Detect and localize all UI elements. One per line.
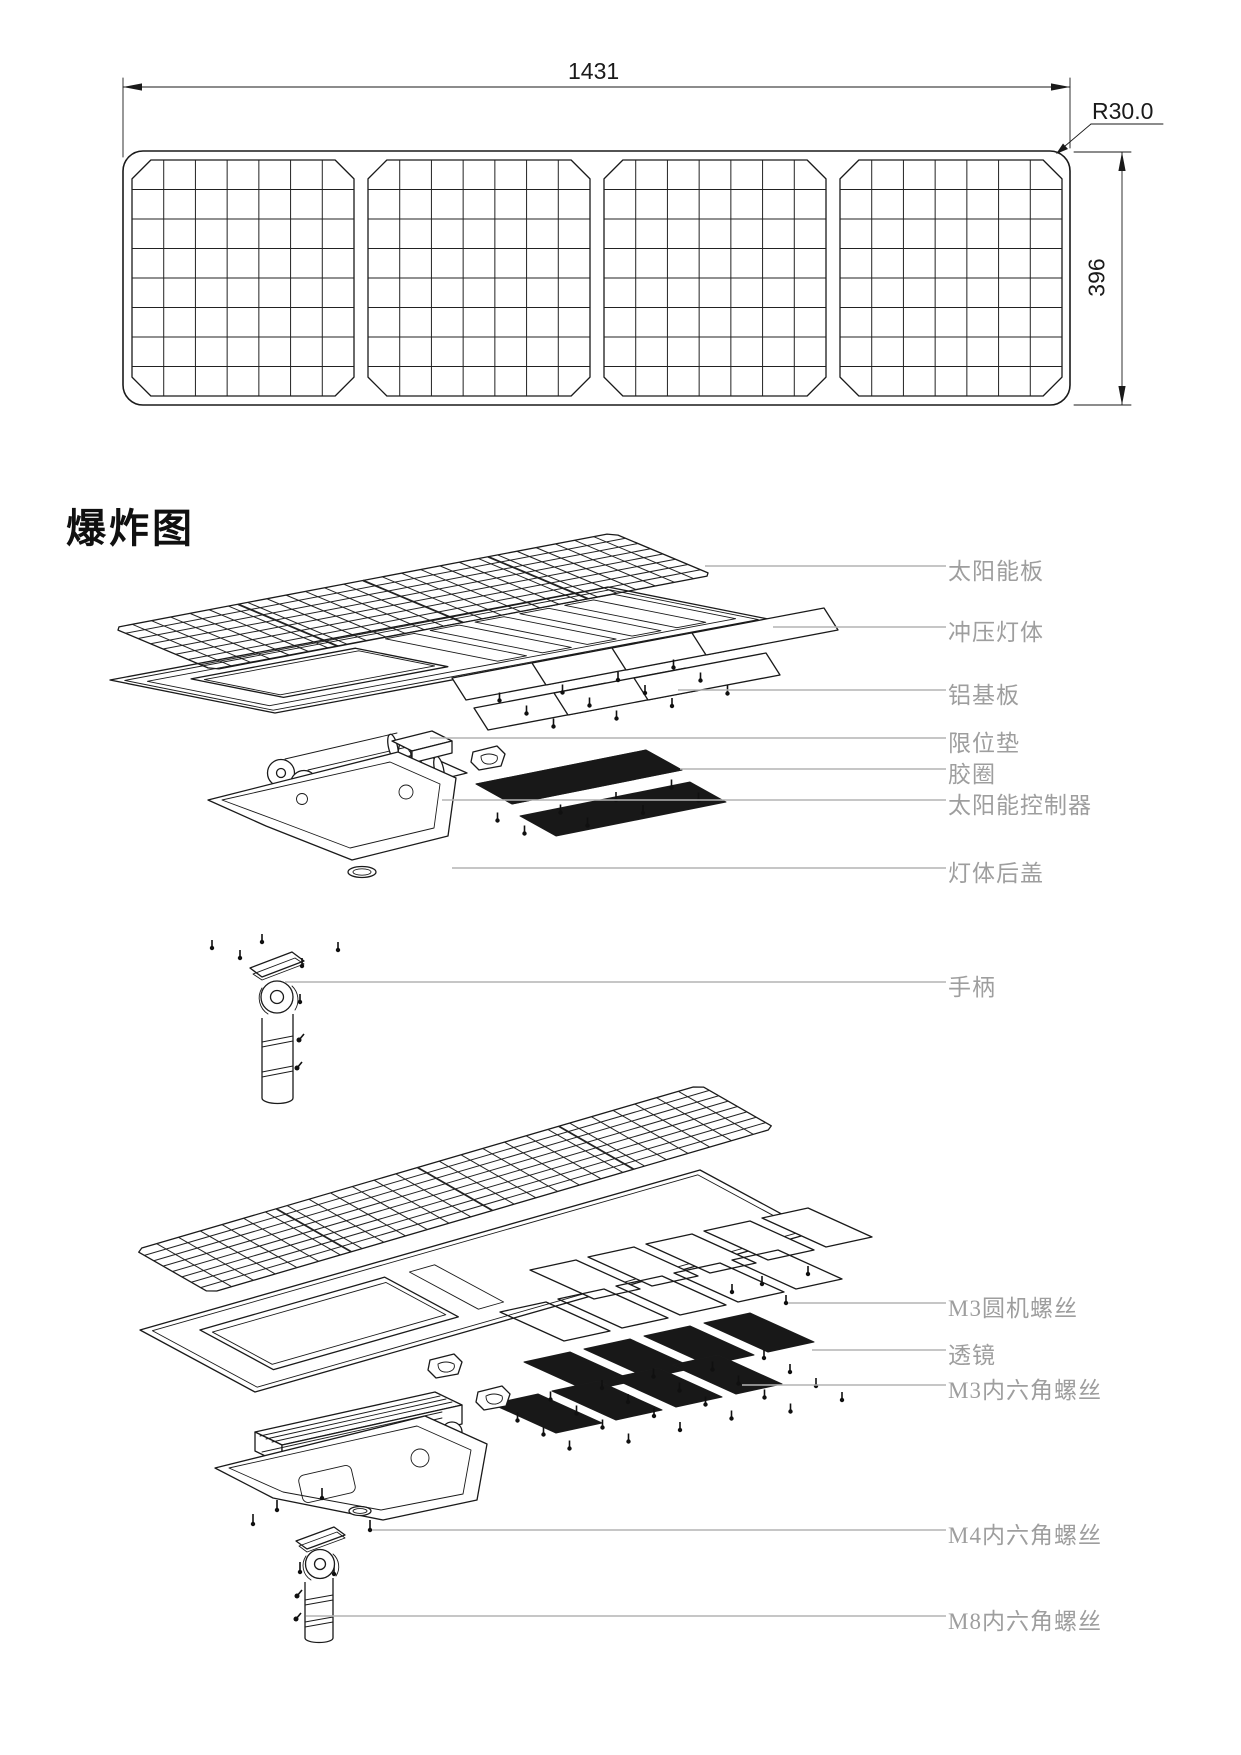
part-label-aluminum-board: 铝基板 bbox=[948, 683, 1020, 708]
leader-lines bbox=[285, 565, 946, 1617]
part-label-m3-round-screw: M3圆机螺丝 bbox=[948, 1296, 1078, 1321]
dimension-drawing bbox=[123, 78, 1163, 405]
ev2-lamp-body bbox=[140, 1170, 815, 1392]
part-label-handle: 手柄 bbox=[948, 975, 996, 1000]
dim-corner-radius-value: R30.0 bbox=[1092, 98, 1154, 124]
ev2-honeycomb-gaskets bbox=[499, 1249, 843, 1342]
height-dimension bbox=[1073, 151, 1132, 406]
ev2-m3-round-screws bbox=[729, 1266, 811, 1306]
ev1-handle-screws bbox=[209, 934, 341, 1071]
dim-width-value: 1431 bbox=[568, 58, 620, 84]
ev1-aluminum-boards bbox=[451, 607, 839, 731]
exploded-view-1 bbox=[110, 533, 839, 1105]
part-label-rubber-ring: 胶圈 bbox=[948, 762, 996, 787]
section-title-exploded-view: 爆炸图 bbox=[66, 507, 195, 551]
ev2-screw-field bbox=[489, 1350, 845, 1451]
part-label-limit-pad: 限位垫 bbox=[948, 731, 1020, 756]
ev1-handle bbox=[249, 951, 305, 1105]
solar-panel-outline bbox=[122, 150, 1071, 406]
solar-cell-grid-1 bbox=[132, 160, 354, 396]
solar-cell-grid-3 bbox=[604, 160, 826, 396]
ev2-cover-screws bbox=[250, 1488, 373, 1622]
ev2-handle bbox=[295, 1526, 346, 1644]
ev2-solar-panel bbox=[135, 1085, 775, 1293]
ev1-solar-panel bbox=[113, 533, 713, 670]
ev1-screw-field-top bbox=[497, 659, 730, 729]
solar-cell-grid-4 bbox=[840, 160, 1062, 396]
ev1-lamp-body bbox=[110, 587, 773, 713]
part-label-lamp-back-cover: 灯体后盖 bbox=[948, 861, 1044, 886]
part-label-stamped-lamp-body: 冲压灯体 bbox=[948, 620, 1044, 645]
exploded-view-2 bbox=[135, 1085, 873, 1644]
ev1-rubber-mats bbox=[475, 749, 727, 837]
ev1-back-cover bbox=[207, 751, 457, 879]
dim-height-value: 396 bbox=[1083, 258, 1110, 297]
part-label-m3-hex-screw: M3内六角螺丝 bbox=[948, 1378, 1102, 1403]
part-label-solar-controller: 太阳能控制器 bbox=[948, 793, 1092, 818]
ev2-clamps bbox=[427, 1353, 511, 1411]
solar-cell-grid-2 bbox=[368, 160, 590, 396]
ev2-back-cover bbox=[214, 1415, 488, 1521]
part-label-m4-hex-screw: M4内六角螺丝 bbox=[948, 1523, 1102, 1548]
ev2-o-ring bbox=[348, 1505, 372, 1517]
ev2-lenses bbox=[491, 1312, 815, 1434]
ev2-led-modules bbox=[529, 1207, 873, 1300]
width-dimension bbox=[122, 77, 1071, 158]
part-label-m8-hex-screw: M8内六角螺丝 bbox=[948, 1609, 1102, 1634]
part-label-solar-panel: 太阳能板 bbox=[948, 559, 1044, 584]
ev1-screw-field-bottom bbox=[495, 779, 701, 836]
radius-callout bbox=[1056, 123, 1164, 154]
part-label-lens: 透镜 bbox=[948, 1343, 996, 1368]
